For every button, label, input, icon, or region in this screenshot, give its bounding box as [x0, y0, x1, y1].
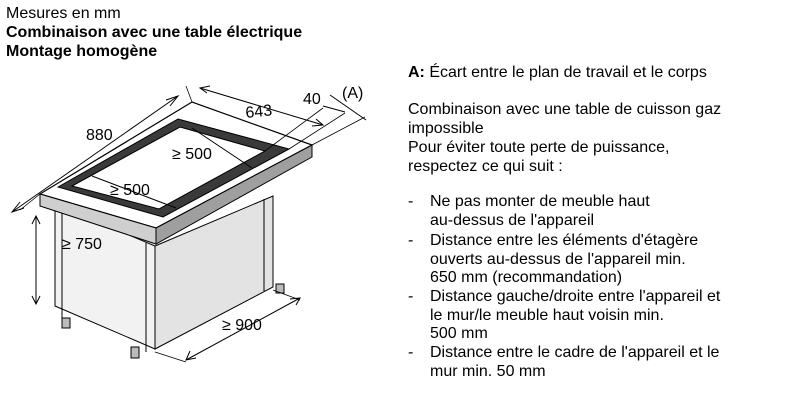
dimension-label-900: ≥ 900	[222, 317, 262, 334]
dimension-line-880	[11, 95, 179, 213]
diagram-title: Combinaison avec une table électrique	[6, 24, 303, 41]
marker-a-leader	[329, 94, 367, 121]
units-note: Mesures en mm	[6, 5, 121, 22]
performance-note-line: Pour éviter toute perte de puissance,	[408, 139, 670, 156]
bullet-dash: -	[408, 288, 414, 305]
cabinet-side-panel	[154, 195, 274, 350]
bullet-dash: -	[408, 344, 414, 361]
dimension-label-643: 643	[245, 102, 273, 122]
worktop-side-edge	[155, 144, 313, 245]
list-item-text: Distance entre le cadre de l'appareil et…	[430, 344, 720, 380]
dimension-line-643	[199, 87, 324, 126]
cabinet-foot	[61, 317, 71, 329]
diagram-subtitle: Montage homogène	[6, 43, 158, 60]
list-item-text: Ne pas monter de meuble haut au-dessus d…	[430, 193, 650, 229]
dimension-line-cutout-back	[191, 127, 253, 169]
gas-warning-line: impossible	[408, 120, 484, 137]
dimension-label-750: ≥ 750	[62, 236, 102, 253]
cabinet-foot	[130, 346, 140, 359]
performance-note-line: respectez ce qui suit :	[408, 158, 563, 175]
dimension-label-cutout-front: ≥ 500	[110, 182, 150, 199]
dimension-label-cutout-back: ≥ 500	[172, 146, 212, 163]
dimension-label-40: 40	[303, 91, 321, 108]
dimension-line-cutout-front	[91, 175, 177, 209]
gas-warning-line: Combinaison avec une table de cuisson ga…	[408, 101, 722, 118]
bullet-dash: -	[408, 193, 414, 210]
dimension-line-900	[185, 297, 301, 361]
list-item-text: Distance gauche/droite entre l'appareil …	[430, 288, 721, 342]
dimension-line-40	[322, 105, 346, 113]
bullet-dash: -	[408, 232, 414, 249]
note-a-label: A:	[408, 64, 425, 81]
note-a-text: Écart entre le plan de travail et le cor…	[424, 64, 707, 81]
dimension-label-880: 880	[86, 127, 113, 144]
installation-drawing: 643 40 (A) 880 ≥ 500 ≥ 500 ≥ 750 ≥ 900	[10, 85, 367, 363]
list-item-text: Distance entre les éléments d'étagère ou…	[430, 232, 699, 286]
note-a: A: Écart entre le plan de travail et le …	[408, 63, 707, 82]
marker-a: (A)	[342, 85, 363, 102]
